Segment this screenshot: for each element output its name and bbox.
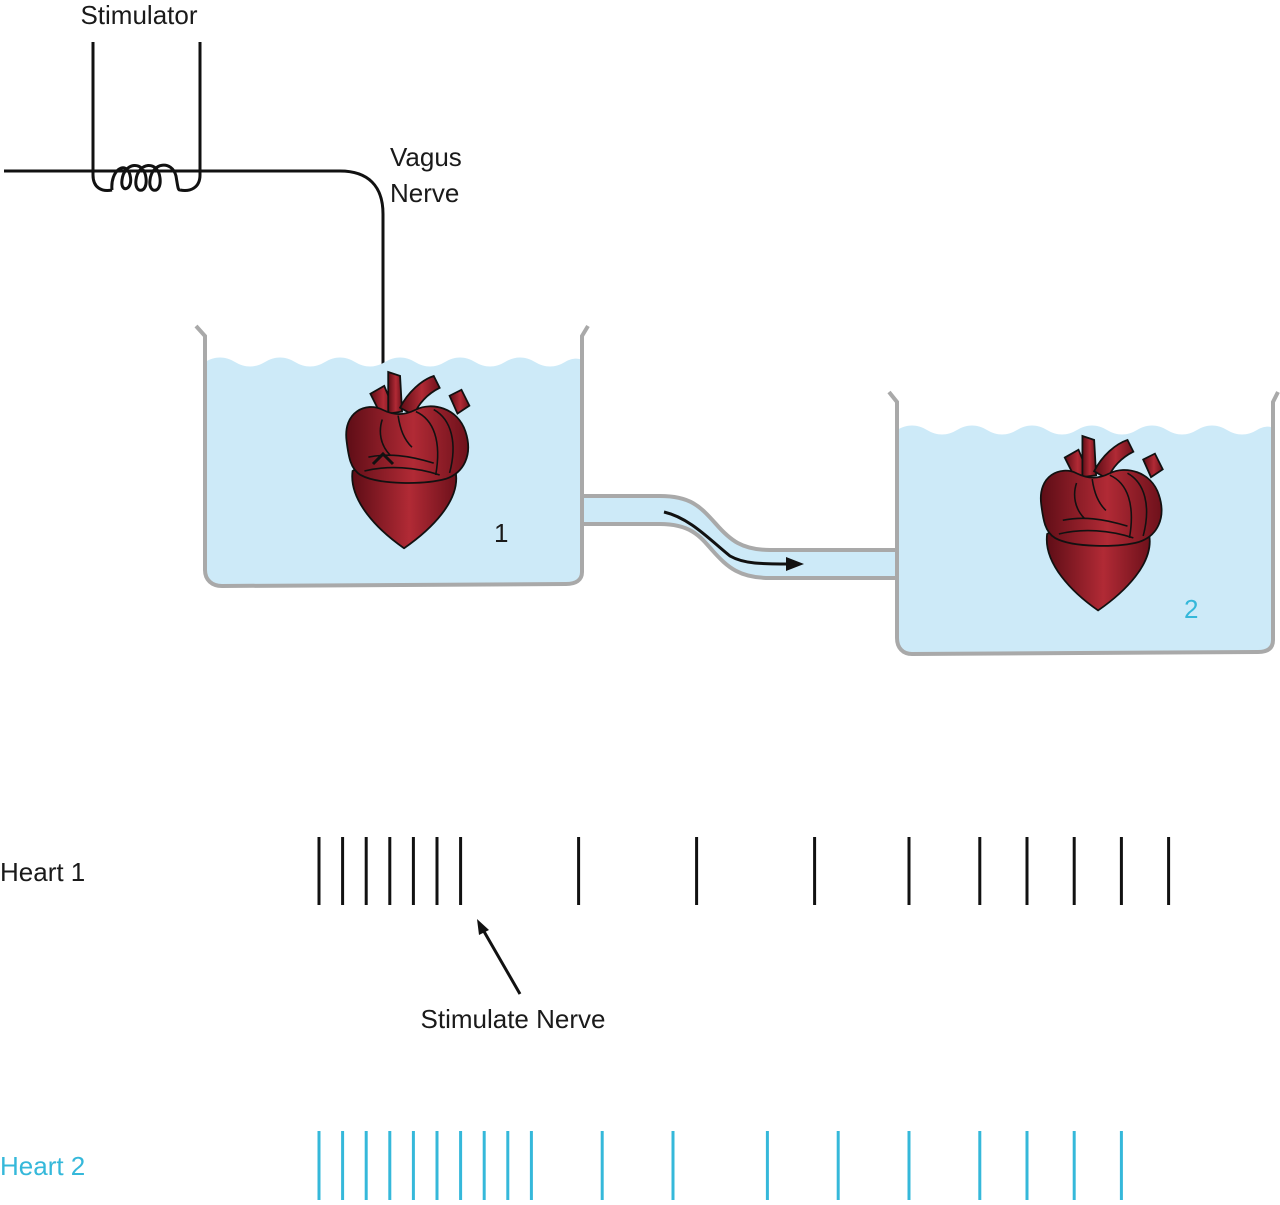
flow-arrowhead — [786, 557, 804, 571]
stimulus-arrowhead — [477, 919, 489, 935]
vagus-label-line2: Nerve — [390, 178, 459, 208]
vagus-label-line1: Vagus — [390, 142, 462, 172]
vagus-nerve — [4, 169, 385, 458]
stimulus-annotation-arrow — [480, 927, 522, 995]
heart-1-trace-label: Heart 1 — [0, 857, 85, 887]
beaker-1 — [194, 324, 590, 589]
stimulator-label: Stimulator — [80, 0, 197, 30]
heart-1-trace — [317, 837, 1171, 905]
stimulator-electrode — [91, 42, 202, 192]
connecting-tube — [580, 496, 896, 578]
arrow-icon — [663, 510, 797, 566]
coil-icon — [110, 163, 181, 192]
beaker-2 — [887, 390, 1280, 657]
beaker-2-number: 2 — [1184, 594, 1198, 624]
nerve-electrode-tip — [371, 451, 395, 466]
beaker-1-number: 1 — [494, 518, 508, 548]
stimulate-nerve-label: Stimulate Nerve — [421, 1004, 606, 1034]
heart-2-trace — [317, 1131, 1123, 1200]
heart-2-trace-label: Heart 2 — [0, 1151, 85, 1181]
